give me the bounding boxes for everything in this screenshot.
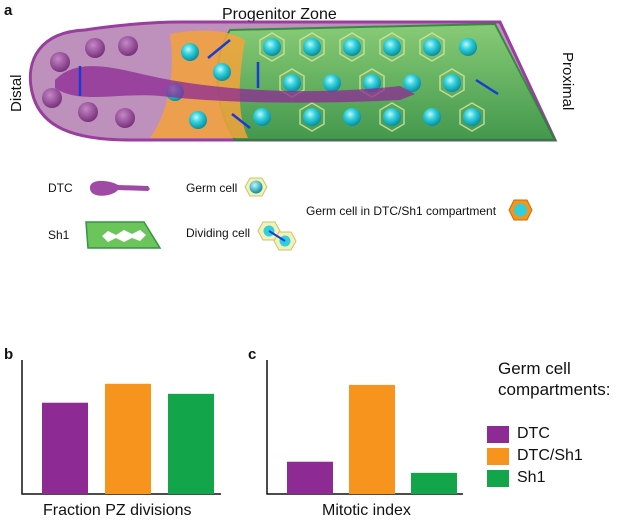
legend-item-dtc-sh1: DTC/Sh1: [487, 445, 583, 467]
chart-b-axes: [21, 360, 221, 495]
legend-item-sh1: Sh1: [487, 467, 583, 489]
legend-swatch-sh1: [487, 469, 509, 487]
dividing-cell-legend-label: Dividing cell: [186, 226, 251, 240]
chart-c-xlabel: Mitotic index: [322, 502, 411, 519]
dtc-legend-label: DTC: [48, 181, 73, 195]
chart-c-bar-sh1: [411, 472, 457, 494]
legend-title-line1: Germ cell: [498, 359, 571, 378]
dividing-cell-icon: [257, 221, 297, 251]
panel-c-letter: c: [248, 346, 257, 363]
legend-label-dtc: DTC: [517, 425, 550, 442]
legend-swatch-dtc: [487, 425, 509, 443]
gonad-diagram: [28, 20, 558, 142]
chart-b-bar-dtc: [42, 402, 88, 494]
chart-c: [266, 360, 463, 495]
compartment-cell-icon: [508, 199, 533, 221]
sh1-legend-label: Sh1: [48, 228, 70, 242]
legend-title: Germ cell compartments:: [498, 358, 610, 400]
sh1-legend-icon: [85, 221, 162, 249]
legend-label-dtc-sh1: DTC/Sh1: [517, 447, 583, 464]
legend-swatch-dtc-sh1: [487, 447, 509, 465]
legend-item-dtc: DTC: [487, 423, 583, 445]
germ-cell-legend-label: Germ cell: [186, 181, 238, 195]
dtc-legend-icon: [90, 180, 150, 196]
chart-c-bar-dtc: [287, 461, 333, 494]
legend-title-line2: compartments:: [498, 380, 611, 399]
chart-c-axes: [266, 360, 463, 495]
legend-list: DTC DTC/Sh1 Sh1: [487, 423, 583, 489]
panel-a-letter: a: [4, 2, 13, 19]
chart-b: [21, 360, 221, 495]
germ-cell-icon: [244, 177, 268, 197]
progenitor-zone-title: Progenitor Zone: [222, 6, 337, 23]
legend-label-sh1: Sh1: [517, 469, 546, 486]
compartment-cell-legend-label: Germ cell in DTC/Sh1 compartment: [306, 204, 497, 218]
chart-b-xlabel: Fraction PZ divisions: [43, 502, 192, 519]
chart-c-bar-dtc-sh1: [349, 384, 395, 494]
chart-b-bar-dtc-sh1: [105, 383, 151, 494]
chart-b-bar-sh1: [168, 393, 214, 494]
panel-b-letter: b: [4, 346, 14, 363]
